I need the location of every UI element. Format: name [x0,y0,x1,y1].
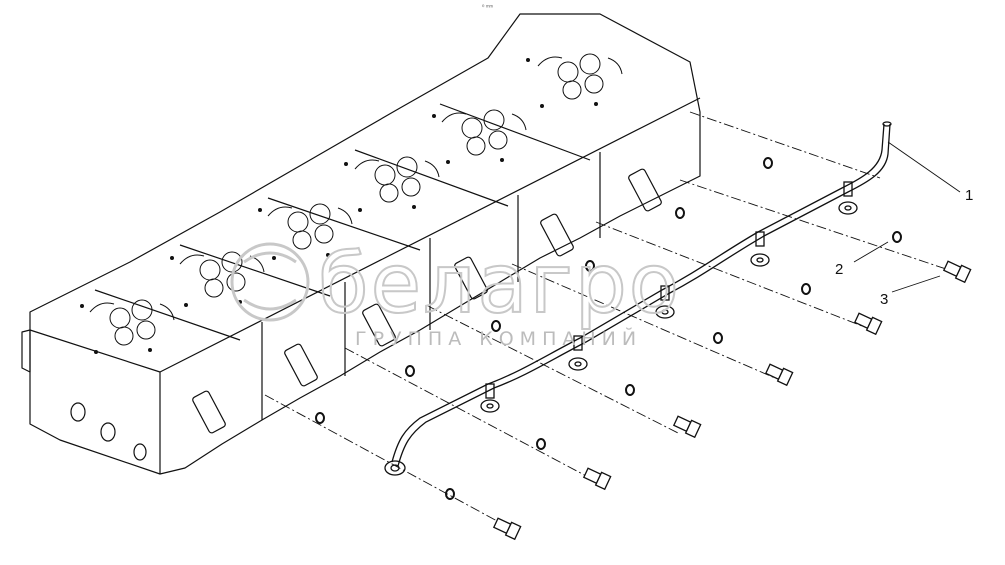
banjo-fitting [838,181,858,215]
banjo-bolt [582,467,612,491]
top-small-mark: ⁰ ᵐᵐ [482,4,494,11]
banjo-fitting [568,335,588,371]
seal-ring [675,207,685,219]
banjo-bolt [492,517,522,541]
seal-rings [315,157,902,500]
seal-ring [585,260,595,272]
seal-ring [763,157,773,169]
banjo-bolt [672,415,702,439]
belagro-logo-icon [230,242,310,322]
cylinder-head-assembly [21,13,701,475]
watermark-brand: белагро [318,237,681,332]
banjo-fitting [655,285,675,319]
callout-2: 2 [835,261,843,278]
banjo-bolt [764,363,794,387]
watermark-subtitle: ГРУППА КОМПАНИЙ [355,327,642,350]
banjo-fitting [384,460,406,476]
fuel-return-pipe [384,121,892,476]
seal-ring [405,365,415,377]
seal-ring [491,320,501,332]
cylinder-head-ports [80,53,623,354]
callout-1: 1 [965,187,973,204]
seal-ring [625,384,635,396]
banjo-fitting [480,383,500,413]
seal-ring [536,438,546,450]
callout-3: 3 [880,291,888,308]
callouts [853,141,961,293]
banjo-bolt [853,312,883,336]
seal-ring [801,283,811,295]
seal-ring [445,488,455,500]
assembly-axis-lines [264,111,956,529]
seal-ring [713,332,723,344]
banjo-fitting [750,231,770,267]
banjo-bolt [942,260,972,284]
seal-ring [892,231,902,243]
seal-ring [315,412,325,424]
banjo-bolts [492,260,972,541]
watermark: белагро ГРУППА КОМПАНИЙ [230,236,681,350]
